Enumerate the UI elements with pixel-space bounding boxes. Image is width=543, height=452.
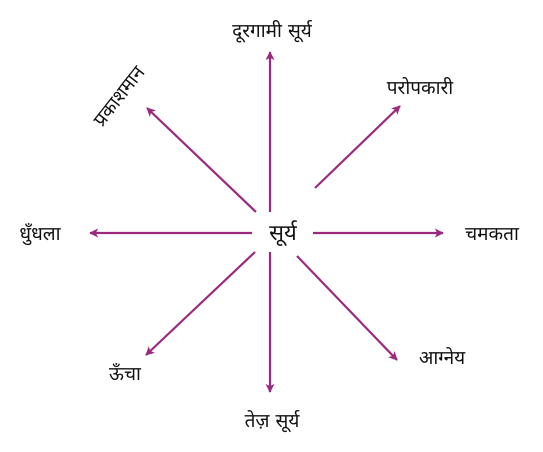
arrow-down-right xyxy=(296,255,398,361)
arrows xyxy=(89,51,444,393)
label-up: दूरगामी सूर्य xyxy=(232,19,313,43)
arrow-down-left xyxy=(145,251,256,356)
label-right: चमकता xyxy=(465,223,520,245)
label-down: तेज़ सूर्य xyxy=(245,409,301,433)
label-down-right: आग्नेय xyxy=(419,346,466,369)
label-down-left: ऊँचा xyxy=(109,362,142,385)
arrow-up-left xyxy=(146,107,257,213)
label-up-right: परोपकारी xyxy=(387,76,455,99)
label-left: धुँधला xyxy=(19,222,61,246)
arrow-up-right xyxy=(314,105,401,189)
label-up-left: प्रकाशमान xyxy=(89,62,150,131)
center-label: सूर्य xyxy=(269,220,298,247)
